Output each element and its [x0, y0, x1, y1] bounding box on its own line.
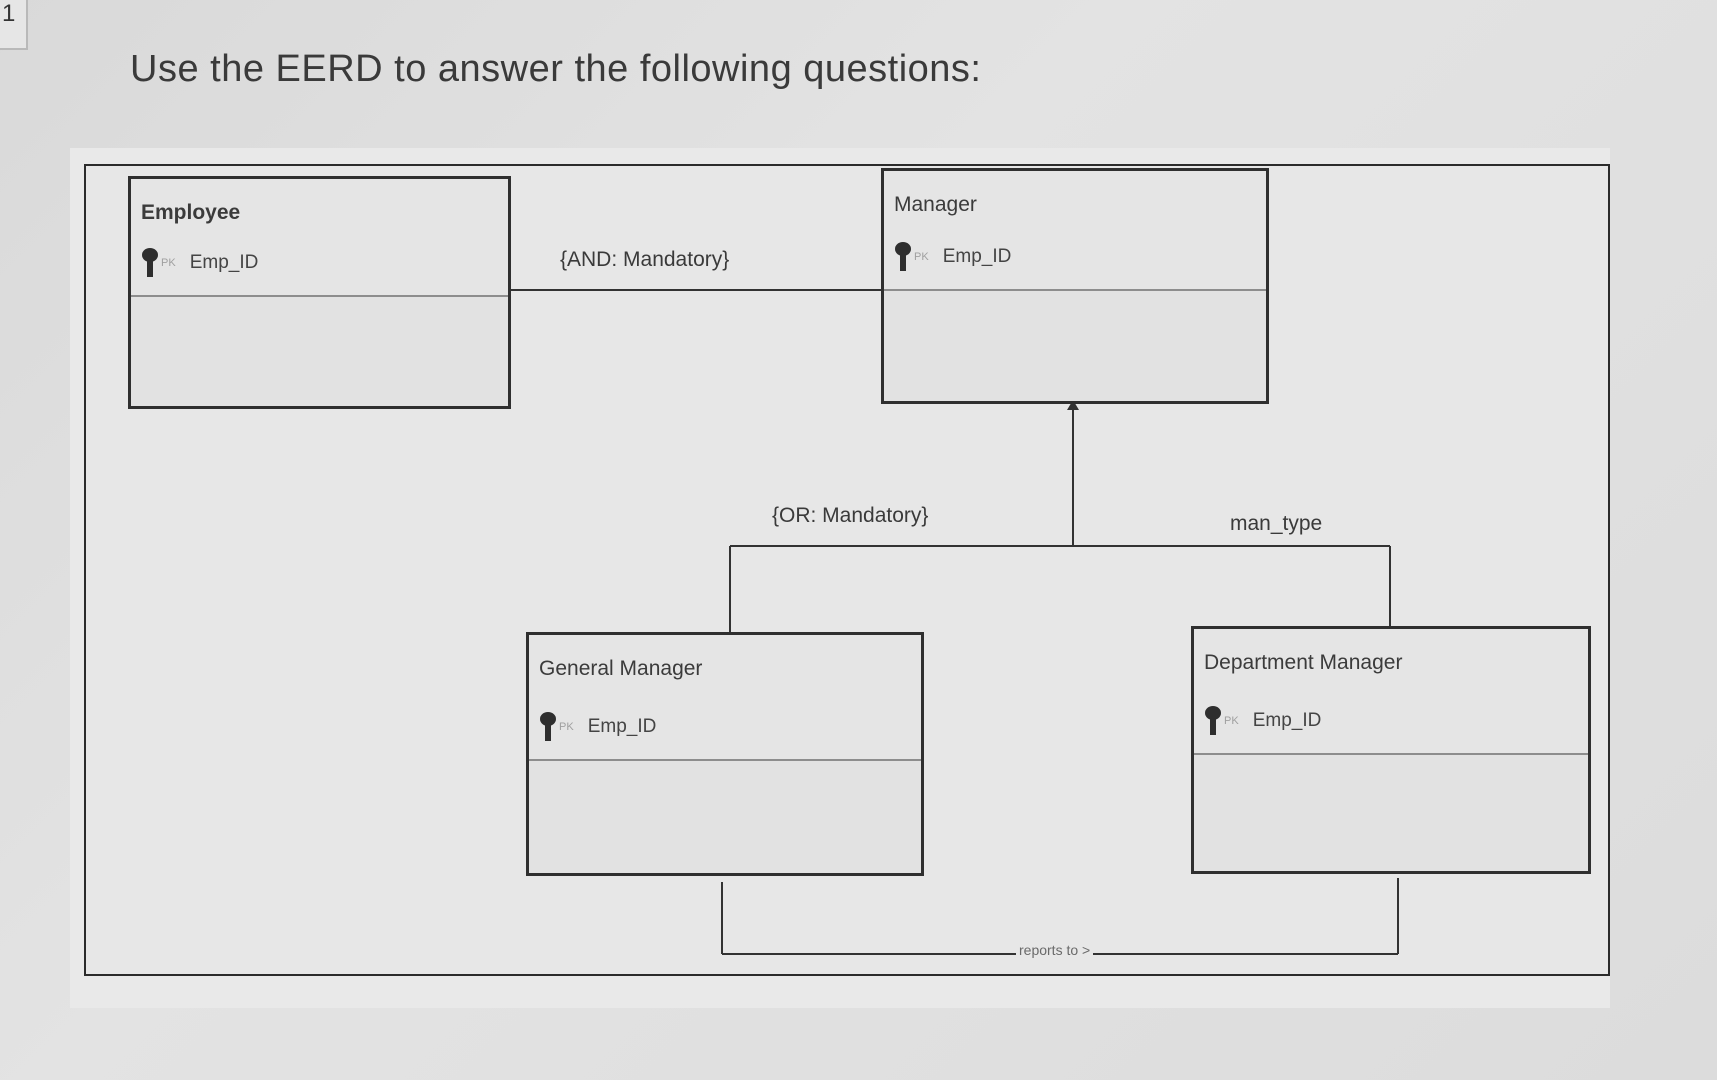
entity-general-manager-header: General Manager PK Emp_ID — [529, 635, 921, 761]
entity-employee-pk-row: PK Emp_ID — [141, 247, 258, 279]
pk-tag: PK — [1224, 715, 1239, 727]
pk-tag: PK — [161, 257, 176, 269]
reports-to-label: reports to > — [1016, 942, 1094, 958]
entity-employee-header: Employee PK Emp_ID — [131, 179, 508, 297]
entity-manager-attribute: Emp_ID — [942, 246, 1012, 267]
key-icon — [142, 248, 158, 277]
entity-general-manager-attribute: Emp_ID — [587, 716, 657, 737]
entity-manager-name: Manager — [894, 193, 977, 216]
entity-department-manager-header: Department Manager PK Emp_ID — [1194, 629, 1588, 755]
entity-manager-pk-row: PK Emp_ID — [894, 241, 1011, 273]
entity-employee-attribute: Emp_ID — [189, 252, 259, 273]
key-icon — [540, 712, 556, 741]
entity-general-manager[interactable]: General Manager PK Emp_ID — [526, 632, 924, 876]
key-icon — [895, 242, 911, 271]
corner-glyph: 1 — [2, 0, 16, 27]
entity-general-manager-name: General Manager — [539, 657, 703, 680]
pk-tag: PK — [559, 721, 574, 733]
entity-manager[interactable]: Manager PK Emp_ID — [881, 168, 1269, 404]
entity-employee[interactable]: Employee PK Emp_ID — [128, 176, 511, 409]
pk-tag: PK — [914, 251, 929, 263]
entity-department-manager-name: Department Manager — [1204, 651, 1403, 674]
key-icon — [1205, 706, 1221, 735]
discriminator-label: man_type — [1230, 512, 1323, 535]
question-title: Use the EERD to answer the following que… — [130, 48, 982, 90]
entity-manager-header: Manager PK Emp_ID — [884, 171, 1266, 291]
supertype-arrowhead — [1067, 400, 1079, 410]
entity-department-manager[interactable]: Department Manager PK Emp_ID — [1191, 626, 1591, 874]
entity-employee-name: Employee — [141, 201, 241, 224]
entity-department-manager-attribute: Emp_ID — [1252, 710, 1322, 731]
entity-department-manager-pk-row: PK Emp_ID — [1204, 705, 1321, 737]
inheritance-constraint-label: {AND: Mandatory} — [560, 248, 730, 271]
entity-general-manager-pk-row: PK Emp_ID — [539, 711, 656, 743]
subtype-constraint-label: {OR: Mandatory} — [772, 504, 929, 527]
page-corner-tab: 1 — [0, 0, 28, 50]
